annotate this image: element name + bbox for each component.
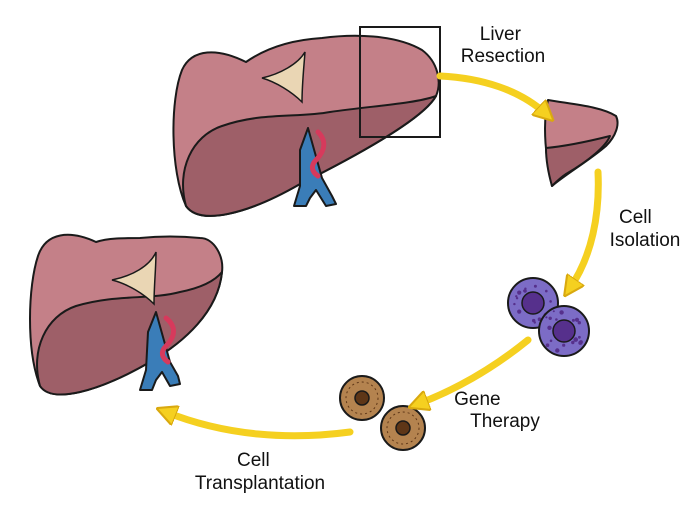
cell-granule	[571, 318, 575, 322]
label-gene-therapy: Gene Therapy	[454, 389, 540, 432]
arrow-isolation-to-therapy	[418, 336, 532, 404]
cell-granule	[549, 300, 552, 303]
label-cell-transplantation: Cell Transplantation	[195, 450, 325, 494]
cell-granule	[515, 295, 518, 298]
cell-granule	[533, 284, 537, 288]
cell-granule	[574, 317, 580, 322]
label-liver-resection: Liver Resection	[461, 24, 546, 67]
cell-granule	[549, 339, 553, 343]
cell-granule	[571, 340, 575, 345]
recipient-hepatic-vessels	[139, 311, 181, 391]
cell-granule	[515, 297, 519, 300]
cell-membrane-ring	[345, 381, 379, 415]
modified-cells	[339, 375, 426, 451]
cell-granule	[573, 337, 578, 342]
cell-granule	[545, 289, 548, 293]
cell-granule	[555, 318, 558, 321]
cell-granule	[517, 309, 522, 314]
isolated-cell-2	[538, 305, 590, 357]
modified-cell-2	[380, 405, 426, 451]
arrow-resection-to-piece	[436, 72, 546, 114]
cell-granule	[552, 310, 555, 313]
resected-liver-piece	[544, 99, 619, 187]
cell-granule	[545, 343, 550, 348]
isolated-cells	[507, 277, 590, 357]
cell-membrane-ring	[386, 411, 420, 445]
modified-cell-1	[339, 375, 385, 421]
cell-granule	[555, 348, 560, 353]
donor-hepatic-vessels	[293, 127, 337, 207]
process-arrows	[166, 72, 602, 440]
cell-granule	[577, 321, 581, 325]
label-cell-isolation: Cell Isolation	[610, 207, 681, 251]
recipient-liver-underside	[36, 271, 223, 396]
cell-granule	[533, 321, 536, 324]
recipient-liver-ligament	[111, 251, 157, 306]
cell-granule	[579, 340, 583, 344]
cell-granule	[517, 290, 522, 295]
cell-granule	[559, 310, 564, 315]
resection-box	[359, 26, 441, 138]
cell-granule	[513, 302, 516, 306]
donor-liver	[172, 26, 441, 217]
arrow-therapy-to-transplant	[166, 412, 354, 440]
cell-granule	[547, 325, 552, 330]
arrow-piece-to-isolation	[570, 168, 602, 288]
cell-granule	[524, 287, 527, 290]
cell-granule	[523, 289, 526, 293]
cell-granule	[578, 335, 581, 339]
donor-liver-ligament	[261, 51, 306, 104]
cell-granule	[562, 343, 566, 347]
cell-granule	[548, 316, 552, 320]
cell-granule	[545, 316, 548, 319]
recipient-liver	[29, 233, 224, 396]
